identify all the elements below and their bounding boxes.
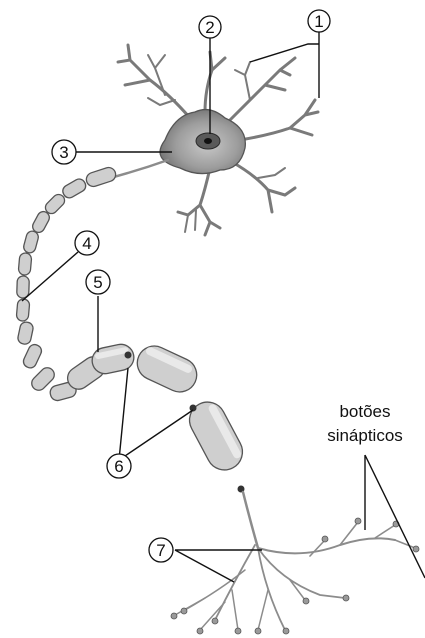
callout-4-text: 4 [82,234,91,253]
callout-2-text: 2 [205,18,214,37]
myelin-sheath [16,166,249,477]
callout-1-text: 1 [314,12,323,31]
callout-4: 4 [75,231,99,255]
axon [16,160,249,493]
callout-7-text: 7 [156,541,165,560]
callout-5-text: 5 [93,273,102,292]
callout-3: 3 [52,140,76,164]
callout-1: 1 [308,10,330,32]
synaptic-terminals [171,518,419,634]
synaptic-buttons-caption: botões sinápticos [327,402,403,445]
leader-lines [22,32,425,582]
synaptic-buttons-line1: botões [339,402,390,421]
synaptic-buttons-line2: sinápticos [327,426,403,445]
callout-3-text: 3 [59,143,68,162]
callout-6-text: 6 [114,457,123,476]
callout-2: 2 [199,16,221,38]
callout-6: 6 [107,454,131,478]
callout-5: 5 [86,270,110,294]
axon-terminals [171,492,419,634]
nucleolus [204,138,212,144]
callout-7: 7 [149,538,173,562]
